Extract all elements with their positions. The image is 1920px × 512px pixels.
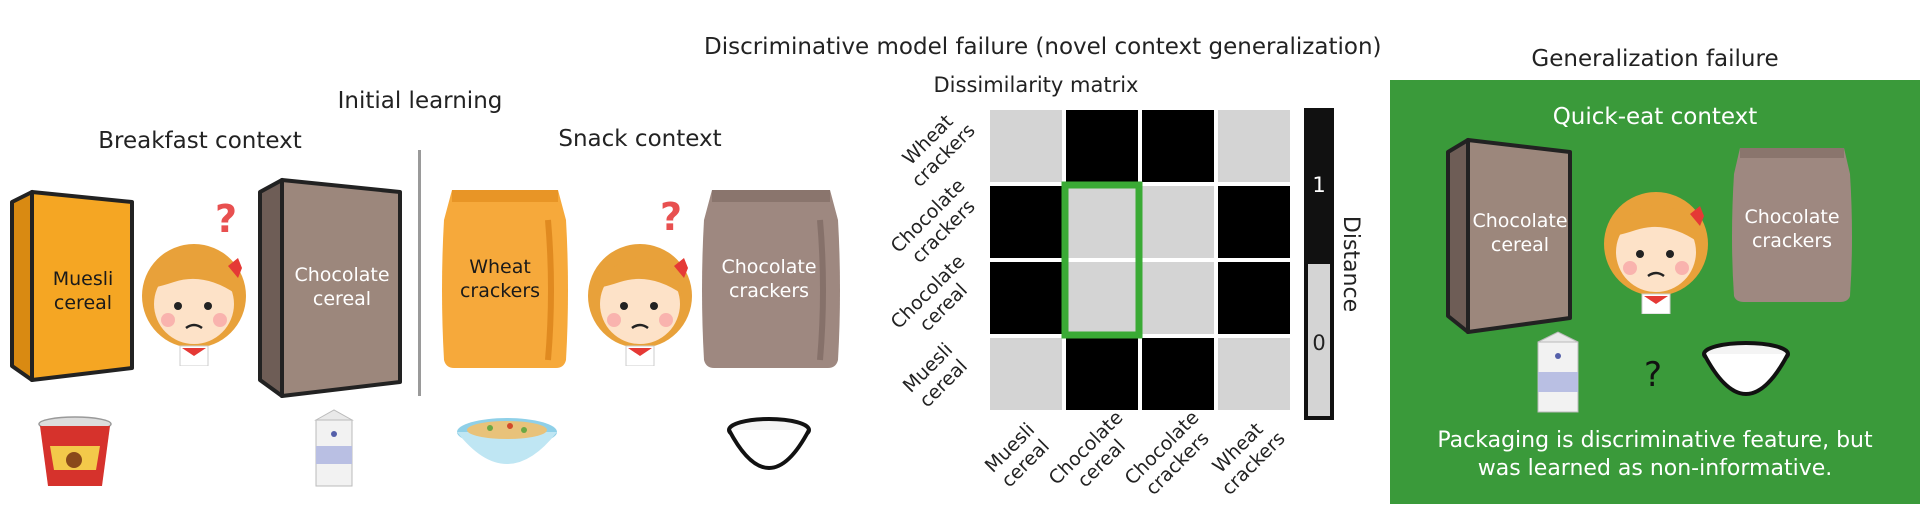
matrix-cells bbox=[990, 110, 1290, 410]
row-labels: WheatcrackersChocolatecrackersChocolatec… bbox=[887, 104, 985, 413]
yogurt-cup-icon bbox=[38, 416, 112, 486]
question-mark: ? bbox=[1644, 355, 1663, 395]
col-label-2: Chocolatecrackers bbox=[1121, 407, 1219, 505]
right-panel-title: Generalization failure bbox=[1531, 46, 1779, 72]
quick-eat-context-title: Quick-eat context bbox=[1552, 104, 1758, 130]
girl-thinking-icon bbox=[588, 244, 692, 366]
empty-bowl-icon bbox=[727, 417, 811, 470]
matrix-cell-r3-c0 bbox=[990, 338, 1062, 410]
initial-learning-title: Initial learning bbox=[337, 88, 503, 114]
col-label-3: Wheatcrackers bbox=[1202, 412, 1290, 500]
wheat-crackers-bag bbox=[442, 190, 568, 368]
empty-bowl-icon bbox=[1702, 341, 1790, 396]
matrix-highlight-box bbox=[1061, 181, 1143, 339]
matrix-cell-r3-c1 bbox=[1066, 338, 1138, 410]
chocolate-crackers-bag bbox=[1732, 148, 1852, 302]
girl-thinking-icon bbox=[1604, 192, 1708, 314]
row-label-0: Wheatcrackers bbox=[892, 104, 980, 192]
matrix-cell-r0-c1 bbox=[1066, 110, 1138, 182]
chocolate-cereal-label: Chocolate cereal bbox=[294, 264, 390, 310]
chocolate-cereal-box bbox=[258, 178, 402, 398]
question-mark: ? bbox=[660, 195, 683, 239]
col-label-0: Mueslicereal bbox=[981, 419, 1055, 493]
chocolate-crackers-label: Chocolate crackers bbox=[721, 256, 817, 302]
matrix-cell-r2-c3 bbox=[1218, 262, 1290, 334]
col-label-1: Chocolatecereal bbox=[1045, 407, 1143, 505]
snack-context-title: Snack context bbox=[558, 126, 722, 152]
row-label-3: Mueslicereal bbox=[899, 339, 973, 413]
colorbar-bottom bbox=[1308, 264, 1330, 416]
matrix-cell-r0-c2 bbox=[1142, 110, 1214, 182]
matrix-cell-r3-c2 bbox=[1142, 338, 1214, 410]
matrix-title: Dissimilarity matrix bbox=[934, 73, 1139, 97]
matrix-cell-r0-c3 bbox=[1218, 110, 1290, 182]
chocolate-cereal-label: Chocolate cereal bbox=[1472, 210, 1568, 256]
matrix-cell-r3-c3 bbox=[1218, 338, 1290, 410]
colorbar-top bbox=[1308, 112, 1330, 264]
matrix-cell-r0-c0 bbox=[990, 110, 1062, 182]
matrix-cell-r2-c0 bbox=[990, 262, 1062, 334]
cereal-bowl-icon bbox=[457, 418, 557, 464]
breakfast-context-title: Breakfast context bbox=[98, 128, 302, 154]
dissimilarity-matrix-panel: Dissimilarity matrix WheatcrackersChocol… bbox=[887, 73, 1363, 505]
question-mark: ? bbox=[215, 197, 238, 241]
milk-carton-icon bbox=[1537, 331, 1579, 413]
girl-thinking-icon bbox=[142, 244, 246, 366]
middle-panel-title: Discriminative model failure (novel cont… bbox=[704, 34, 1382, 60]
matrix-cell-r1-c0 bbox=[990, 186, 1062, 258]
matrix-cell-r2-c2 bbox=[1142, 262, 1214, 334]
chocolate-crackers-bag bbox=[702, 190, 840, 368]
chocolate-crackers-label: Chocolate crackers bbox=[1744, 206, 1840, 252]
matrix-cell-r1-c3 bbox=[1218, 186, 1290, 258]
matrix-cell-r1-c2 bbox=[1142, 186, 1214, 258]
caption-line-1: Packaging is discriminative feature, but bbox=[1437, 428, 1873, 453]
colorbar-min-label: 0 bbox=[1312, 331, 1325, 355]
matrix-cell-r2-c1 bbox=[1066, 262, 1138, 334]
context-divider bbox=[418, 150, 421, 396]
muesli-cereal-label: Muesli cereal bbox=[52, 268, 114, 314]
colorbar-axis-label: Distance bbox=[1338, 216, 1363, 312]
caption-line-2: was learned as non-informative. bbox=[1477, 456, 1833, 481]
row-label-2: Chocolatecereal bbox=[887, 251, 985, 349]
colorbar-max-label: 1 bbox=[1312, 173, 1325, 197]
row-label-1: Chocolatecrackers bbox=[887, 175, 985, 273]
chocolate-cereal-box bbox=[1446, 138, 1572, 334]
matrix-cell-r1-c1 bbox=[1066, 186, 1138, 258]
column-labels: MueslicerealChocolatecerealChocolatecrac… bbox=[981, 407, 1290, 505]
muesli-cereal-box bbox=[10, 190, 134, 382]
milk-carton-icon bbox=[314, 409, 354, 487]
wheat-crackers-label: Wheat crackers bbox=[459, 256, 541, 302]
